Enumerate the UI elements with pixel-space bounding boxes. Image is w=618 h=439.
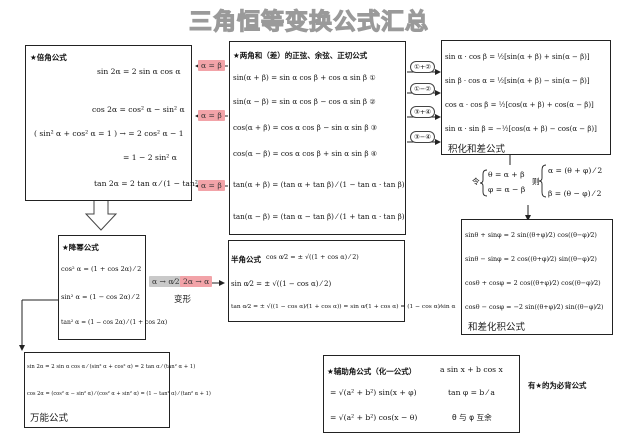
double-angle-box [25, 45, 192, 201]
formula-sin-sum: sin(α + β) = sin α cos β + cos α sin β ① [233, 73, 376, 82]
formula-universal-cos: cos 2α = (cos² α − sin² α) ⁄ (cos² α + s… [27, 391, 211, 397]
universal-box [24, 352, 170, 428]
transform-to: 2α → α [180, 276, 213, 287]
op-3-minus-4: ③−④ [410, 131, 436, 143]
substitution-beta: β = (θ − φ) ⁄ 2 [548, 189, 602, 198]
power-reduction-box [58, 235, 146, 340]
substitution-alpha: α = (θ + φ) ⁄ 2 [548, 166, 603, 175]
formula-auxiliary-sin: = √(a² + b²) sin(x + φ) [330, 388, 417, 397]
formula-cos-sum: cos(α + β) = cos α cos β − sin α sin β ③ [233, 123, 378, 132]
substitution-let: 令 [472, 177, 480, 186]
formula-sin-plus-sin: sinθ + sinφ = 2 sin((θ+φ)⁄2) cos((θ−φ)⁄2… [465, 231, 597, 239]
alpha-eq-beta-tag-2: α = β [198, 110, 225, 121]
substitution-phi: φ = α − β [488, 185, 526, 194]
power-reduction-header: ★降幂公式 [62, 243, 99, 252]
product-to-sum-label: 积化和差公式 [448, 144, 506, 155]
universal-label: 万能公式 [30, 413, 69, 424]
formula-tan-sum: tan(α + β) = (tan α + tan β) ⁄ (1 − tan … [233, 180, 405, 189]
sum-difference-header: ★两角和（差）的正弦、余弦、正切公式 [233, 51, 368, 60]
auxiliary-expr: a sin x + b cos x [440, 365, 503, 374]
formula-auxiliary-complement: θ 与 φ 互余 [452, 413, 492, 422]
formula-sin2-reduce: sin² α = (1 − cos 2α) ⁄ 2 [61, 293, 140, 301]
formula-sinb-cosa: sin β · cos α = ½[sin(α + β) − sin(α − β… [445, 77, 590, 85]
formula-sina-sinb: sin α · sin β = −½[cos(α + β) − cos(α − … [445, 125, 597, 133]
formula-tan2a: tan 2α = 2 tan α ⁄ (1 − tan² α) [94, 179, 209, 188]
sum-to-product-box [461, 219, 613, 335]
formula-cos2a-alt1: ( sin² α + cos² α = 1 ) → = 2 cos² α − 1 [34, 129, 184, 138]
auxiliary-angle-box [323, 355, 520, 433]
alpha-eq-beta-tag-1: α = β [198, 60, 225, 71]
op-1-minus-2: ①−② [410, 83, 436, 95]
formula-auxiliary-tanphi: tan φ = b ⁄ a [448, 388, 495, 397]
formula-tan-half: tan α⁄2 = ± √((1 − cos α)⁄(1 + cos α)) =… [231, 304, 456, 310]
sum-difference-box [229, 41, 406, 235]
formula-cos2a: cos 2α = cos² α − sin² α [92, 105, 185, 114]
formula-sin-half: sin α⁄2 = ± √((1 − cos α) ⁄ 2) [231, 280, 332, 288]
alpha-eq-beta-tag-3: α = β [198, 180, 225, 191]
substitution-then: 则 [532, 177, 540, 186]
formula-cos-minus-cos: cosθ − cosφ = −2 sin((θ+φ)⁄2) sin((θ−φ)⁄… [465, 303, 604, 311]
op-3-plus-4: ③+④ [410, 106, 436, 118]
formula-sina-cosb: sin α · cos β = ½[sin(α + β) + sin(α − β… [445, 53, 590, 61]
formula-universal-sin: sin 2α = 2 sin α cos α ⁄ (sin² α + cos² … [27, 364, 196, 370]
formula-cos-diff: cos(α − β) = cos α cos β + sin α sin β ④ [233, 149, 378, 158]
product-to-sum-box [441, 40, 611, 155]
formula-sin2a: sin 2α = 2 sin α cos α [97, 67, 181, 76]
formula-tan2-reduce: tan² α = (1 − cos 2α) ⁄ (1 + cos 2α) [61, 319, 168, 326]
half-angle-box [228, 240, 405, 322]
transform-label: 变形 [174, 295, 192, 305]
formula-cos-plus-cos: cosθ + cosφ = 2 cos((θ+φ)⁄2) cos((θ−φ)⁄2… [465, 279, 601, 287]
transform-from: α → α⁄2 [149, 276, 183, 287]
op-1-plus-2: ①+② [410, 61, 436, 73]
formula-tan-diff: tan(α − β) = (tan α − tan β) ⁄ (1 + tan … [233, 212, 405, 221]
formula-cos2a-alt2: = 1 − 2 sin² α [123, 153, 177, 162]
formula-sin-diff: sin(α − β) = sin α cos β − cos α sin β ② [233, 97, 376, 106]
formula-sin-minus-sin: sinθ − sinφ = 2 cos((θ+φ)⁄2) sin((θ−φ)⁄2… [465, 255, 597, 263]
formula-cos-half: cos α⁄2 = ± √((1 + cos α) ⁄ 2) [266, 253, 359, 261]
sum-to-product-label: 和差化积公式 [468, 322, 526, 333]
must-memorize-note: 有★的为必背公式 [528, 381, 587, 390]
auxiliary-angle-header: ★辅助角公式（化一公式） [327, 367, 417, 376]
half-angle-header: 半角公式 [231, 255, 261, 264]
substitution-theta: θ = α + β [488, 170, 525, 179]
formula-auxiliary-cos: = √(a² + b²) cos(x − θ) [330, 413, 418, 422]
page-title: 三角恒等变换公式汇总 [188, 8, 429, 35]
double-angle-header: ★倍角公式 [30, 53, 67, 62]
formula-cos2-reduce: cos² α = (1 + cos 2α) ⁄ 2 [61, 265, 142, 273]
formula-cosa-cosb: cos α · cos β = ½[cos(α + β) + cos(α − β… [445, 101, 594, 109]
